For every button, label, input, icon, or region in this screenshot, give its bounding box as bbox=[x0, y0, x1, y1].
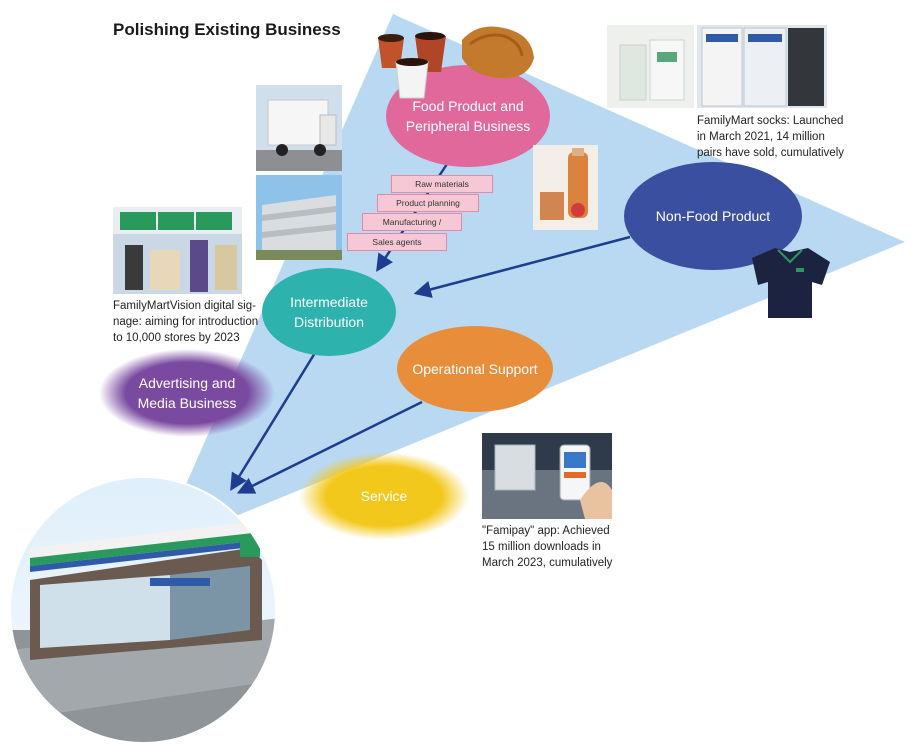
intermediate-node-label: Intermediate Distribution bbox=[290, 293, 368, 330]
intermediate-node bbox=[262, 268, 396, 356]
value-chain-raw-materials: Raw materials bbox=[391, 175, 493, 193]
food-node-label: Food Product and Peripheral Business bbox=[405, 97, 531, 134]
truck-photo bbox=[256, 85, 342, 171]
arrow-operational-to-store bbox=[236, 400, 423, 494]
famipay-photo bbox=[482, 433, 612, 519]
warehouse-photo bbox=[256, 175, 342, 260]
nonfood-node bbox=[624, 162, 802, 270]
signage-photo bbox=[113, 207, 242, 294]
service-node-label: Service bbox=[360, 487, 408, 504]
operational-node-label: Operational Support bbox=[412, 360, 538, 377]
value-triangle bbox=[158, 14, 905, 548]
famipay-caption: "Famipay" app: Achieved 15 million downl… bbox=[482, 525, 613, 570]
advertising-node bbox=[99, 349, 275, 437]
jacket-photo bbox=[752, 248, 830, 318]
page-title: Polishing Existing Business bbox=[113, 20, 341, 39]
socks-caption: FamilyMart socks: Launched in March 2021… bbox=[697, 115, 845, 160]
socks-photo bbox=[607, 25, 827, 108]
food-photo bbox=[378, 26, 534, 99]
tea-photo bbox=[533, 145, 598, 230]
store-photo bbox=[10, 477, 276, 743]
signage-caption: FamilyMartVision digital sig- nage: aimi… bbox=[113, 300, 259, 345]
value-chain-sales-agents: Sales agents bbox=[347, 233, 447, 251]
value-chain-manufacturing: Manufacturing / Processing bbox=[362, 213, 462, 243]
service-node bbox=[299, 452, 469, 540]
food-node bbox=[386, 65, 550, 167]
arrow-nonfood-to-intermediate bbox=[413, 235, 631, 298]
advertising-node-label: Advertising and Media Business bbox=[137, 374, 237, 411]
value-chain-product-planning: Product planning bbox=[377, 194, 479, 212]
arrow-intermediate-to-store bbox=[230, 347, 320, 491]
operational-node bbox=[397, 326, 553, 412]
nonfood-node-label: Non-Food Product bbox=[655, 207, 771, 224]
